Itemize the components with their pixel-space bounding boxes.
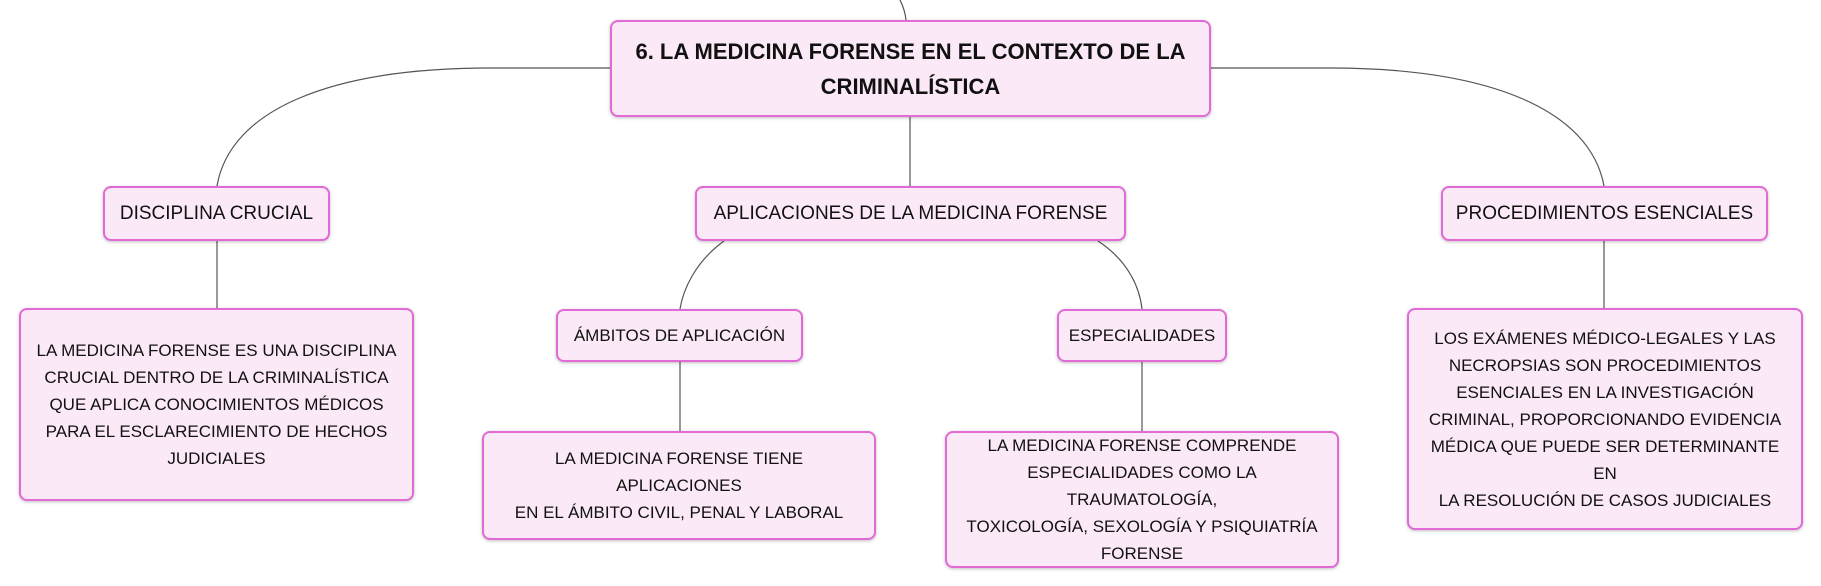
detail-line: MÉDICA QUE PUEDE SER DETERMINANTE EN xyxy=(1430,436,1780,483)
detail-especialidades[interactable]: LA MEDICINA FORENSE COMPRENDE ESPECIALID… xyxy=(945,431,1339,568)
detail-line: LA MEDICINA FORENSE ES UNA DISCIPLINA xyxy=(36,341,397,360)
detail-line: LA MEDICINA FORENSE TIENE APLICACIONES xyxy=(554,449,804,495)
detail-text: LA MEDICINA FORENSE TIENE APLICACIONES E… xyxy=(492,445,866,526)
topic-aplicaciones[interactable]: APLICACIONES DE LA MEDICINA FORENSE xyxy=(695,186,1126,241)
connector-aplicaciones-ambitos xyxy=(679,240,725,310)
detail-line: LOS EXÁMENES MÉDICO-LEGALES Y LAS xyxy=(1434,328,1776,348)
detail-procedimientos-esenciales[interactable]: LOS EXÁMENES MÉDICO-LEGALES Y LAS NECROP… xyxy=(1407,308,1803,530)
subtopic-ambitos-de-aplicacion[interactable]: ÁMBITOS DE APLICACIÓN xyxy=(556,309,803,362)
detail-line: QUE APLICA CONOCIMIENTOS MÉDICOS xyxy=(49,395,384,414)
detail-line: EN EL ÁMBITO CIVIL, PENAL Y LABORAL xyxy=(514,503,844,522)
topic-label: DISCIPLINA CRUCIAL xyxy=(119,202,314,224)
detail-text: LA MEDICINA FORENSE COMPRENDE ESPECIALID… xyxy=(955,432,1329,567)
connector-top-incoming xyxy=(899,0,907,21)
detail-line: LA RESOLUCIÓN DE CASOS JUDICIALES xyxy=(1438,490,1772,510)
detail-line: LA MEDICINA FORENSE COMPRENDE xyxy=(987,436,1297,455)
detail-text: LA MEDICINA FORENSE ES UNA DISCIPLINA CR… xyxy=(37,337,397,472)
detail-line: PARA EL ESCLARECIMIENTO DE HECHOS xyxy=(45,422,388,441)
detail-line: NECROPSIAS SON PROCEDIMIENTOS xyxy=(1448,355,1762,375)
connector-aplicaciones-especialidades xyxy=(1097,240,1143,310)
subtopic-especialidades[interactable]: ESPECIALIDADES xyxy=(1057,309,1227,362)
root-topic-line: 6. LA MEDICINA FORENSE EN EL CONTEXTO DE… xyxy=(635,38,1186,64)
connector-root-procedimientos xyxy=(1211,67,1605,187)
topic-procedimientos-esenciales[interactable]: PROCEDIMIENTOS ESENCIALES xyxy=(1441,186,1768,241)
subtopic-label: ÁMBITOS DE APLICACIÓN xyxy=(573,325,786,345)
root-topic-text: 6. LA MEDICINA FORENSE EN EL CONTEXTO DE… xyxy=(635,34,1185,104)
detail-line: ESPECIALIDADES COMO LA TRAUMATOLOGÍA, xyxy=(1027,463,1257,509)
root-topic-line: CRIMINALÍSTICA xyxy=(820,73,1001,99)
detail-text: LOS EXÁMENES MÉDICO-LEGALES Y LAS NECROP… xyxy=(1417,325,1793,514)
detail-line: FORENSE xyxy=(1100,544,1184,563)
detail-line: CRIMINAL, PROPORCIONANDO EVIDENCIA xyxy=(1428,409,1782,429)
detail-line: TOXICOLOGÍA, SEXOLOGÍA Y PSIQUIATRÍA xyxy=(966,517,1318,536)
root-topic[interactable]: 6. LA MEDICINA FORENSE EN EL CONTEXTO DE… xyxy=(610,20,1211,117)
detail-line: JUDICIALES xyxy=(167,449,266,468)
topic-label: APLICACIONES DE LA MEDICINA FORENSE xyxy=(713,202,1108,224)
connector-root-disciplina xyxy=(216,67,610,187)
detail-line: ESENCIALES EN LA INVESTIGACIÓN xyxy=(1456,382,1754,402)
topic-label: PROCEDIMIENTOS ESENCIALES xyxy=(1455,202,1754,224)
detail-line: CRUCIAL DENTRO DE LA CRIMINALÍSTICA xyxy=(44,368,389,387)
detail-ambitos-de-aplicacion[interactable]: LA MEDICINA FORENSE TIENE APLICACIONES E… xyxy=(482,431,876,540)
detail-disciplina-crucial[interactable]: LA MEDICINA FORENSE ES UNA DISCIPLINA CR… xyxy=(19,308,414,501)
subtopic-label: ESPECIALIDADES xyxy=(1068,325,1216,345)
topic-disciplina-crucial[interactable]: DISCIPLINA CRUCIAL xyxy=(103,186,330,241)
